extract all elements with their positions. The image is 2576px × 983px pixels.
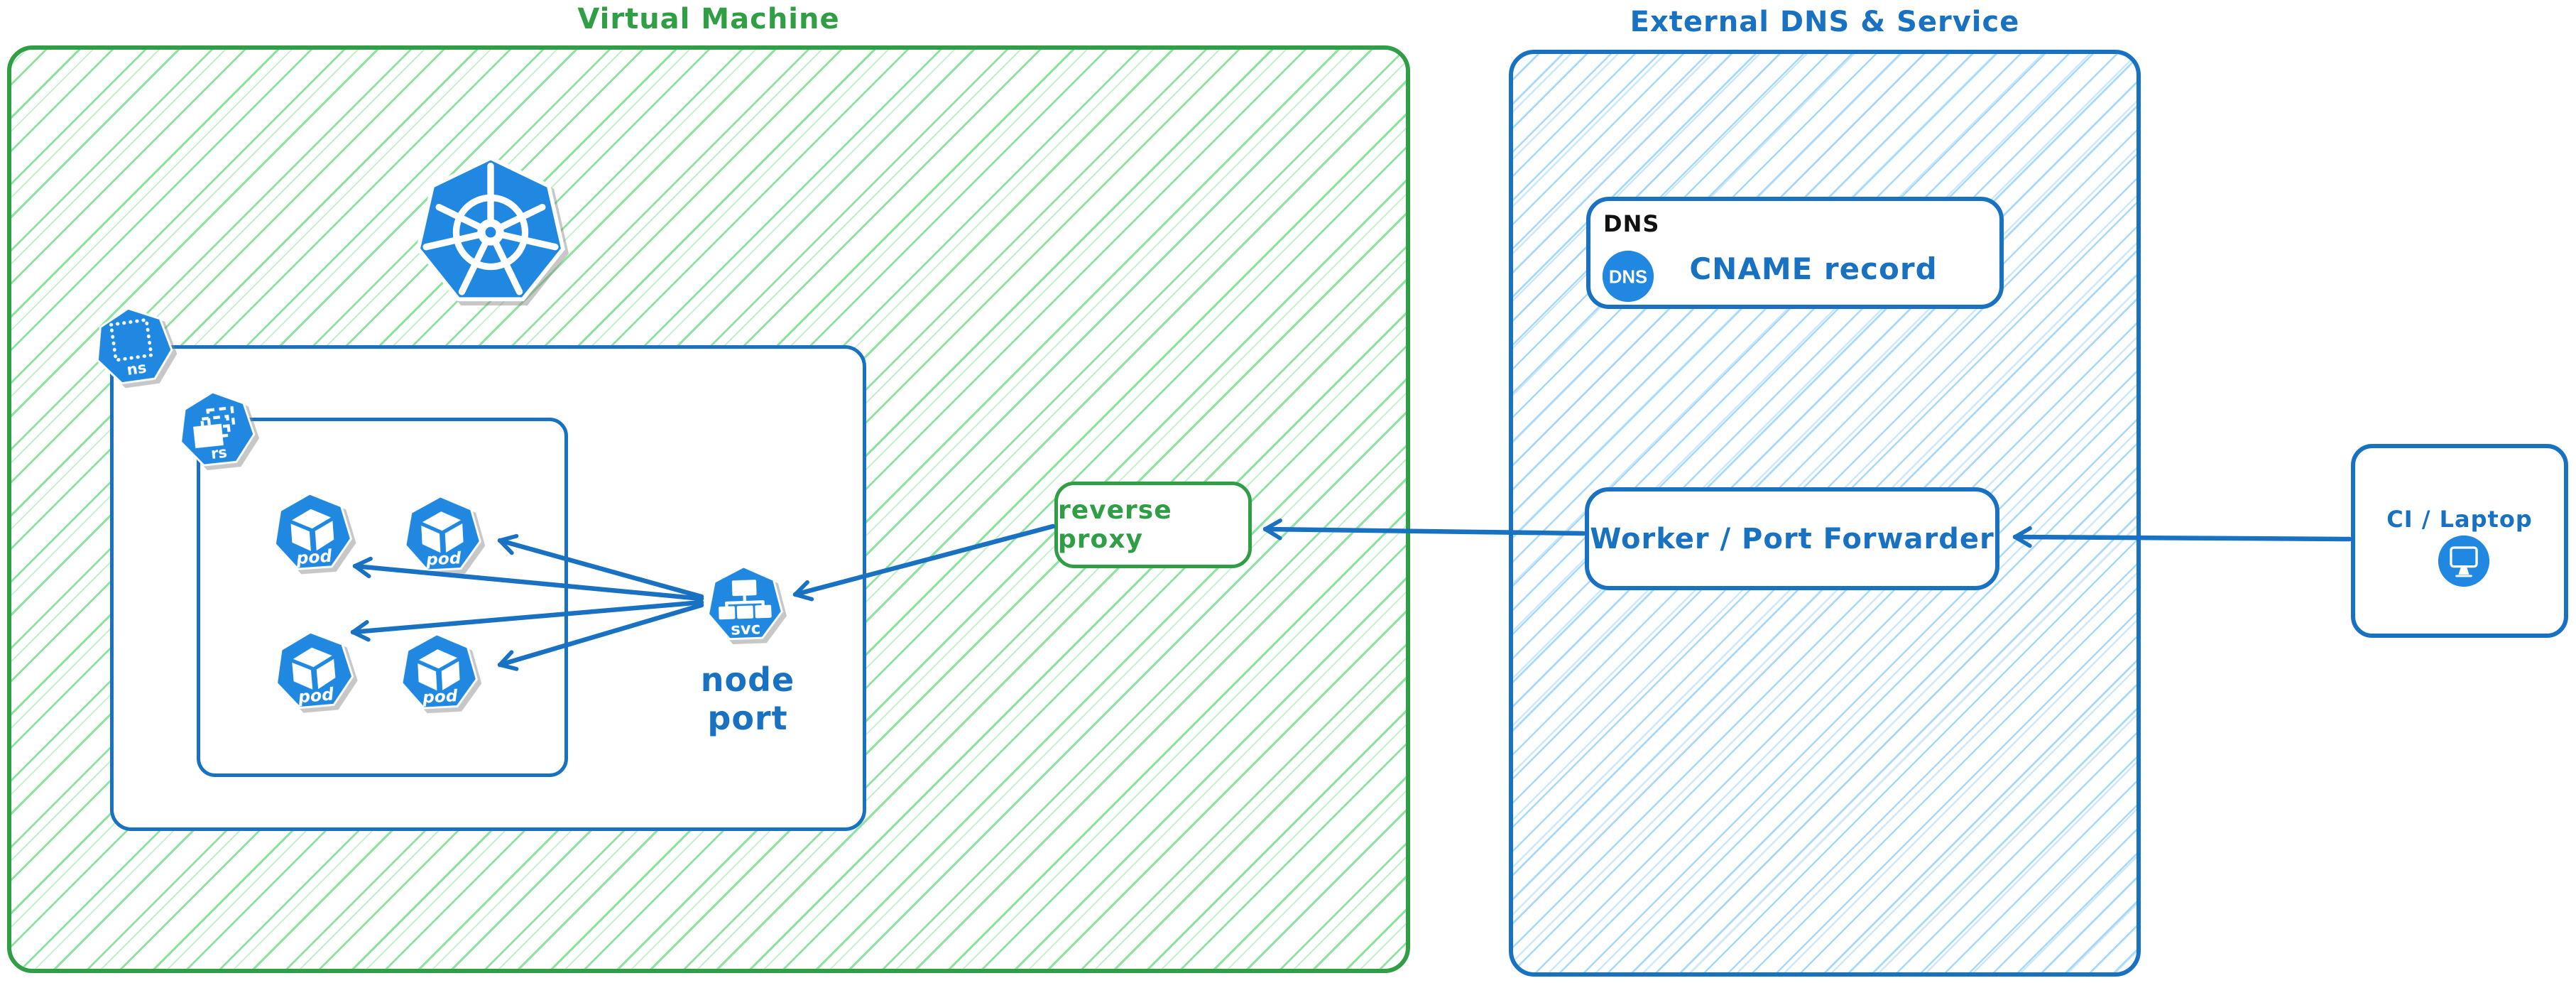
node-port-caption: node port <box>700 661 795 737</box>
reverse-proxy-label: reverse proxy <box>1058 496 1172 554</box>
worker-port-forwarder-box: Worker / Port Forwarder <box>1585 487 1999 590</box>
pod-label: pod <box>295 545 333 568</box>
pod-label: pod <box>425 548 462 570</box>
namespace-icon: ns <box>87 300 180 393</box>
external-dns-title: External DNS & Service <box>1630 6 2020 38</box>
pod-label: pod <box>297 684 335 707</box>
service-badge-label: svc <box>731 619 761 639</box>
dns-badge-icon: DNS <box>1601 249 1655 306</box>
replicaset-box <box>197 418 568 777</box>
dns-tag: DNS <box>1603 210 1660 237</box>
cname-record-label: CNAME record <box>1689 251 1938 286</box>
reverse-proxy-box: reverse proxy <box>1054 482 1252 568</box>
replicaset-icon: rs <box>172 385 261 474</box>
dns-card <box>1586 197 2004 309</box>
replicaset-badge-label: rs <box>210 444 228 462</box>
namespace-badge-label: ns <box>126 359 148 380</box>
ci-laptop-label: CI / Laptop <box>2386 506 2533 533</box>
pod-icon: pod <box>268 488 357 577</box>
worker-label: Worker / Port Forwarder <box>1590 522 1994 555</box>
computer-icon <box>2437 534 2491 591</box>
pod-icon: pod <box>395 629 482 716</box>
kubernetes-logo-icon <box>411 153 570 312</box>
service-icon: svc <box>703 563 787 646</box>
virtual-machine-title: Virtual Machine <box>577 3 840 36</box>
dns-badge-text: DNS <box>1609 268 1647 288</box>
pod-label: pod <box>422 686 459 707</box>
pod-icon: pod <box>399 492 486 578</box>
pod-icon: pod <box>268 626 359 717</box>
